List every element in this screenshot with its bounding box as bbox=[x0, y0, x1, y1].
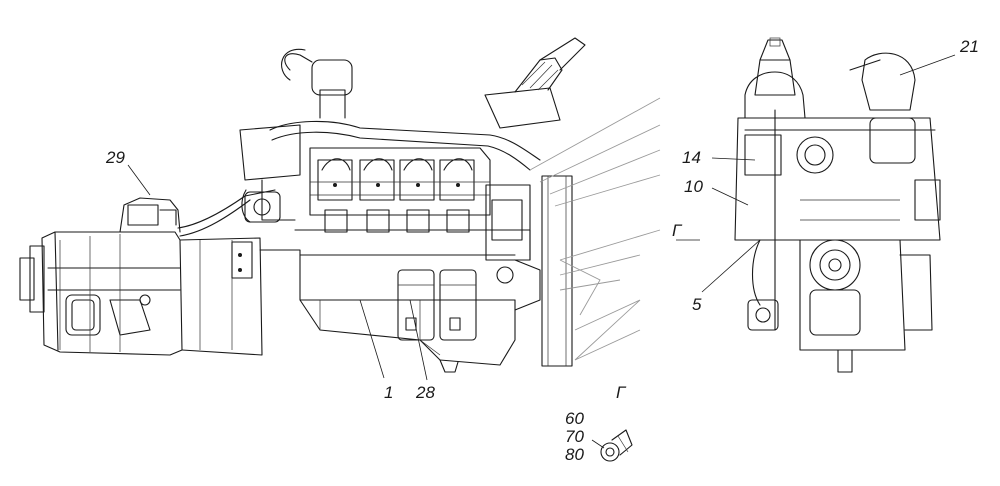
cylinder-heads bbox=[309, 147, 491, 233]
callout-21: 21 bbox=[959, 37, 979, 56]
gearbox bbox=[19, 231, 263, 356]
callout-10: 10 bbox=[684, 177, 703, 196]
air-intake bbox=[484, 37, 586, 129]
gearbox-top-mechanism bbox=[119, 189, 276, 237]
callout-1: 1 bbox=[384, 383, 393, 402]
callout-80: 80 bbox=[565, 445, 584, 464]
callout-60: 60 bbox=[565, 409, 584, 428]
leader-lines bbox=[127, 54, 956, 449]
detail-view-g bbox=[600, 429, 633, 462]
detail-title-g: Г bbox=[616, 383, 627, 402]
callout-29: 29 bbox=[105, 148, 125, 167]
callout-28: 28 bbox=[415, 383, 435, 402]
callout-14: 14 bbox=[682, 148, 701, 167]
front-pulley bbox=[485, 175, 573, 367]
intake-manifold bbox=[239, 48, 541, 223]
callout-70: 70 bbox=[565, 427, 584, 446]
engine-front-view bbox=[734, 37, 941, 373]
engine-block bbox=[259, 229, 531, 373]
view-mark-g: Г bbox=[672, 221, 683, 240]
oil-filters bbox=[397, 269, 477, 341]
callout-5: 5 bbox=[692, 295, 702, 314]
fan-envelope-lines bbox=[529, 97, 661, 361]
